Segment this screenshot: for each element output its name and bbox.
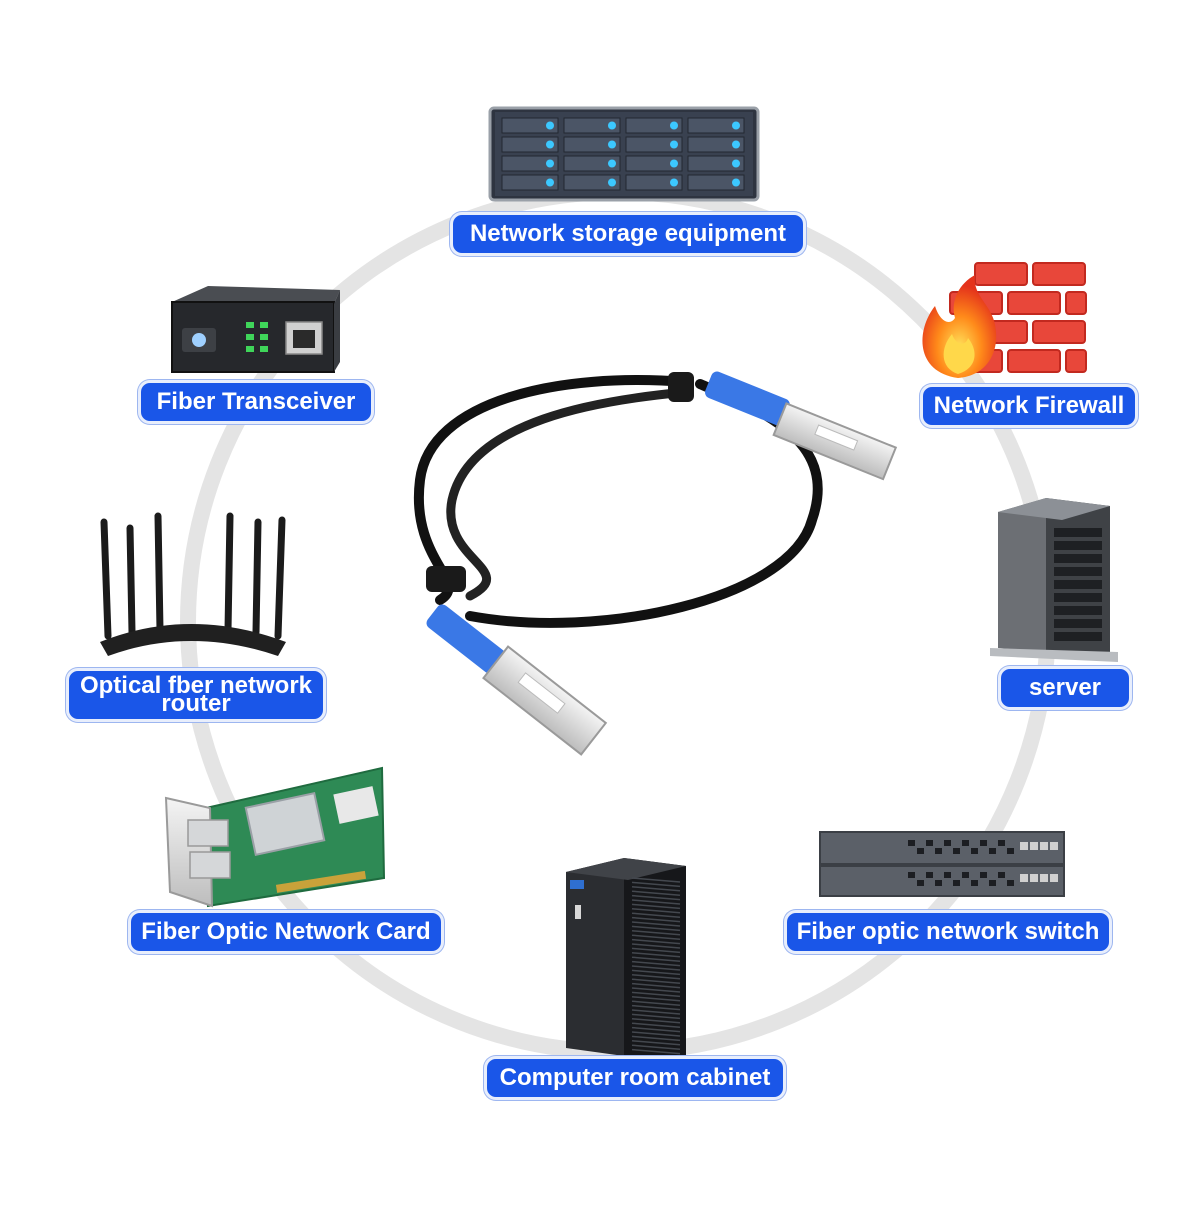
router-icon	[100, 512, 286, 656]
label-network-storage: Network storage equipment	[450, 212, 806, 256]
media-converter-icon	[171, 286, 340, 373]
label-fiber-switch: Fiber optic network switch	[784, 910, 1112, 954]
label-optical-fiber-router: Optical fber network router	[66, 668, 326, 722]
label-optical-fiber-router-line-2: router	[161, 690, 231, 717]
label-server: server	[998, 666, 1132, 710]
label-optical-fiber-router-line-1: Optical fber network	[79, 672, 313, 699]
label-fiber-transceiver: Fiber Transceiver	[138, 380, 374, 424]
label-network-firewall: Network Firewall	[920, 384, 1138, 428]
dac-cable-icon	[413, 371, 898, 756]
tower-server-icon	[990, 498, 1118, 662]
server-cabinet-icon	[566, 858, 686, 1058]
storage-array-icon	[488, 106, 760, 202]
label-fiber-network-card: Fiber Optic Network Card	[128, 910, 444, 954]
network-card-icon	[164, 766, 386, 908]
firewall-icon	[922, 262, 1087, 378]
network-switch-icon	[819, 831, 1065, 897]
label-computer-room-cabinet: Computer room cabinet	[484, 1056, 786, 1100]
